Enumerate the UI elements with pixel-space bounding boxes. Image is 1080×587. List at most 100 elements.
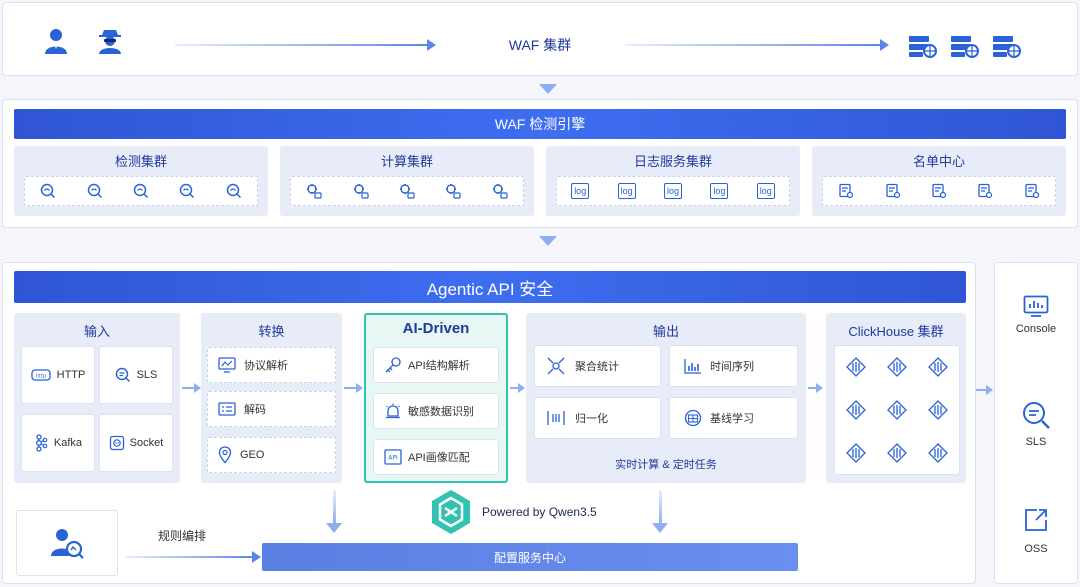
section-title: AI-Driven (402, 320, 470, 337)
group-icons: log log log log log (556, 176, 790, 206)
rules-box (16, 510, 118, 576)
console-item[interactable]: Console (994, 295, 1078, 345)
group-title: 计算集群 (380, 154, 433, 169)
arrow-to-config (126, 556, 254, 558)
compute-icon (446, 184, 461, 199)
arrow-right-icon (182, 387, 200, 389)
agentic-title-bar: Agentic API 安全 (14, 271, 966, 303)
svg-text:API: API (388, 455, 398, 462)
down-arrow (326, 523, 342, 533)
time-series-icon (684, 359, 701, 374)
input-label: Kafka (53, 437, 83, 449)
arrow-head (356, 383, 363, 393)
oss-item[interactable]: OSS (994, 507, 1078, 563)
protocol-icon (218, 357, 236, 373)
arrow-head (986, 385, 993, 395)
decode-icon (218, 402, 236, 416)
database-node-icon (845, 357, 866, 378)
arrow-down-line (659, 490, 662, 524)
database-node-icon (887, 442, 907, 463)
sls-item[interactable]: SLS (994, 400, 1078, 456)
arrow-to-waf (175, 44, 430, 46)
console-icon (1023, 295, 1049, 317)
section-title: ClickHouse 集群 (848, 324, 944, 339)
normalize-icon (547, 411, 565, 425)
engine-group-detect: 检测集群 (14, 146, 268, 216)
group-icons (24, 176, 258, 206)
svg-text:http: http (35, 374, 45, 380)
config-service-bar: 配置服务中心 (262, 543, 798, 571)
hacker-icon (96, 26, 124, 56)
engine-title: WAF 检测引擎 (494, 116, 586, 132)
agentic-title: Agentic API 安全 (426, 279, 554, 299)
arrow-right-icon (510, 387, 524, 389)
arrow-head (816, 383, 823, 393)
ai-driven-section: AI-Driven API结构解析 敏感数据识别 API API画像匹配 (364, 313, 508, 483)
database-node-icon (887, 357, 907, 378)
arrow-head (518, 383, 525, 393)
input-kafka: Kafka (21, 414, 95, 472)
transform-label: 协议解析 (244, 360, 288, 372)
transform-item: 协议解析 (207, 347, 336, 383)
rules-label: 规则编排 (158, 529, 207, 543)
http-icon: http (30, 369, 51, 381)
log-icon: log (663, 183, 682, 199)
kafka-icon (35, 434, 48, 452)
arrow-right-icon (808, 387, 822, 389)
config-service-label: 配置服务中心 (493, 550, 566, 565)
sls-label: SLS (1025, 436, 1047, 448)
list-icon (1025, 183, 1039, 199)
geo-pin-icon (218, 446, 232, 464)
ai-label: API画像匹配 (408, 452, 470, 464)
input-label: SLS (136, 369, 158, 381)
input-socket: Socket (99, 414, 173, 472)
ai-item: API API画像匹配 (373, 439, 499, 475)
detect-icon (40, 183, 56, 199)
down-arrow (539, 84, 557, 94)
compute-icon (353, 184, 369, 199)
alarm-icon (386, 403, 400, 419)
console-label: Console (1015, 323, 1057, 335)
group-icons (290, 176, 524, 206)
sls-icon (115, 367, 130, 383)
transform-label: 解码 (244, 404, 266, 416)
arrow-right-icon (344, 387, 362, 389)
group-title: 检测集群 (114, 154, 167, 169)
database-node-icon (845, 442, 866, 463)
oss-label: OSS (1024, 543, 1048, 555)
section-title: 输出 (652, 324, 679, 339)
user-analytics-icon (51, 529, 84, 559)
input-label: HTTP (56, 369, 86, 381)
engine-title-bar: WAF 检测引擎 (14, 109, 1066, 139)
detect-icon (226, 183, 241, 199)
input-section: 输入 http HTTP SLS Kafka Socket (14, 313, 180, 483)
output-label: 基线学习 (710, 413, 754, 425)
output-item: 聚合统计 (534, 345, 661, 387)
section-title: 转换 (258, 324, 285, 339)
group-icons (822, 176, 1056, 206)
output-item: 时间序列 (669, 345, 798, 387)
detect-icon (180, 183, 195, 199)
output-label: 时间序列 (710, 361, 754, 373)
group-title: 日志服务集群 (633, 154, 712, 169)
compute-icon (307, 184, 322, 199)
input-label: Socket (129, 437, 164, 449)
oss-share-icon (1025, 509, 1047, 531)
qwen-logo-icon (427, 488, 475, 536)
output-item: 基线学习 (669, 397, 798, 439)
server-globe-icon (951, 36, 979, 58)
input-http: http HTTP (21, 346, 95, 404)
database-node-icon (928, 442, 949, 463)
clickhouse-section: ClickHouse 集群 (826, 313, 966, 483)
transform-item: GEO (207, 437, 336, 473)
database-node-icon (845, 400, 866, 420)
server-icons (908, 34, 1028, 58)
user-icon (42, 26, 70, 56)
api-profile-icon: API (384, 449, 402, 465)
ai-item: 敏感数据识别 (373, 393, 499, 429)
arrow-right-icon (976, 389, 988, 391)
arrow-to-servers (625, 44, 882, 46)
server-globe-icon (993, 36, 1021, 58)
engine-group-log: 日志服务集群 log log log log log (546, 146, 800, 216)
engine-group-list: 名单中心 (812, 146, 1066, 216)
